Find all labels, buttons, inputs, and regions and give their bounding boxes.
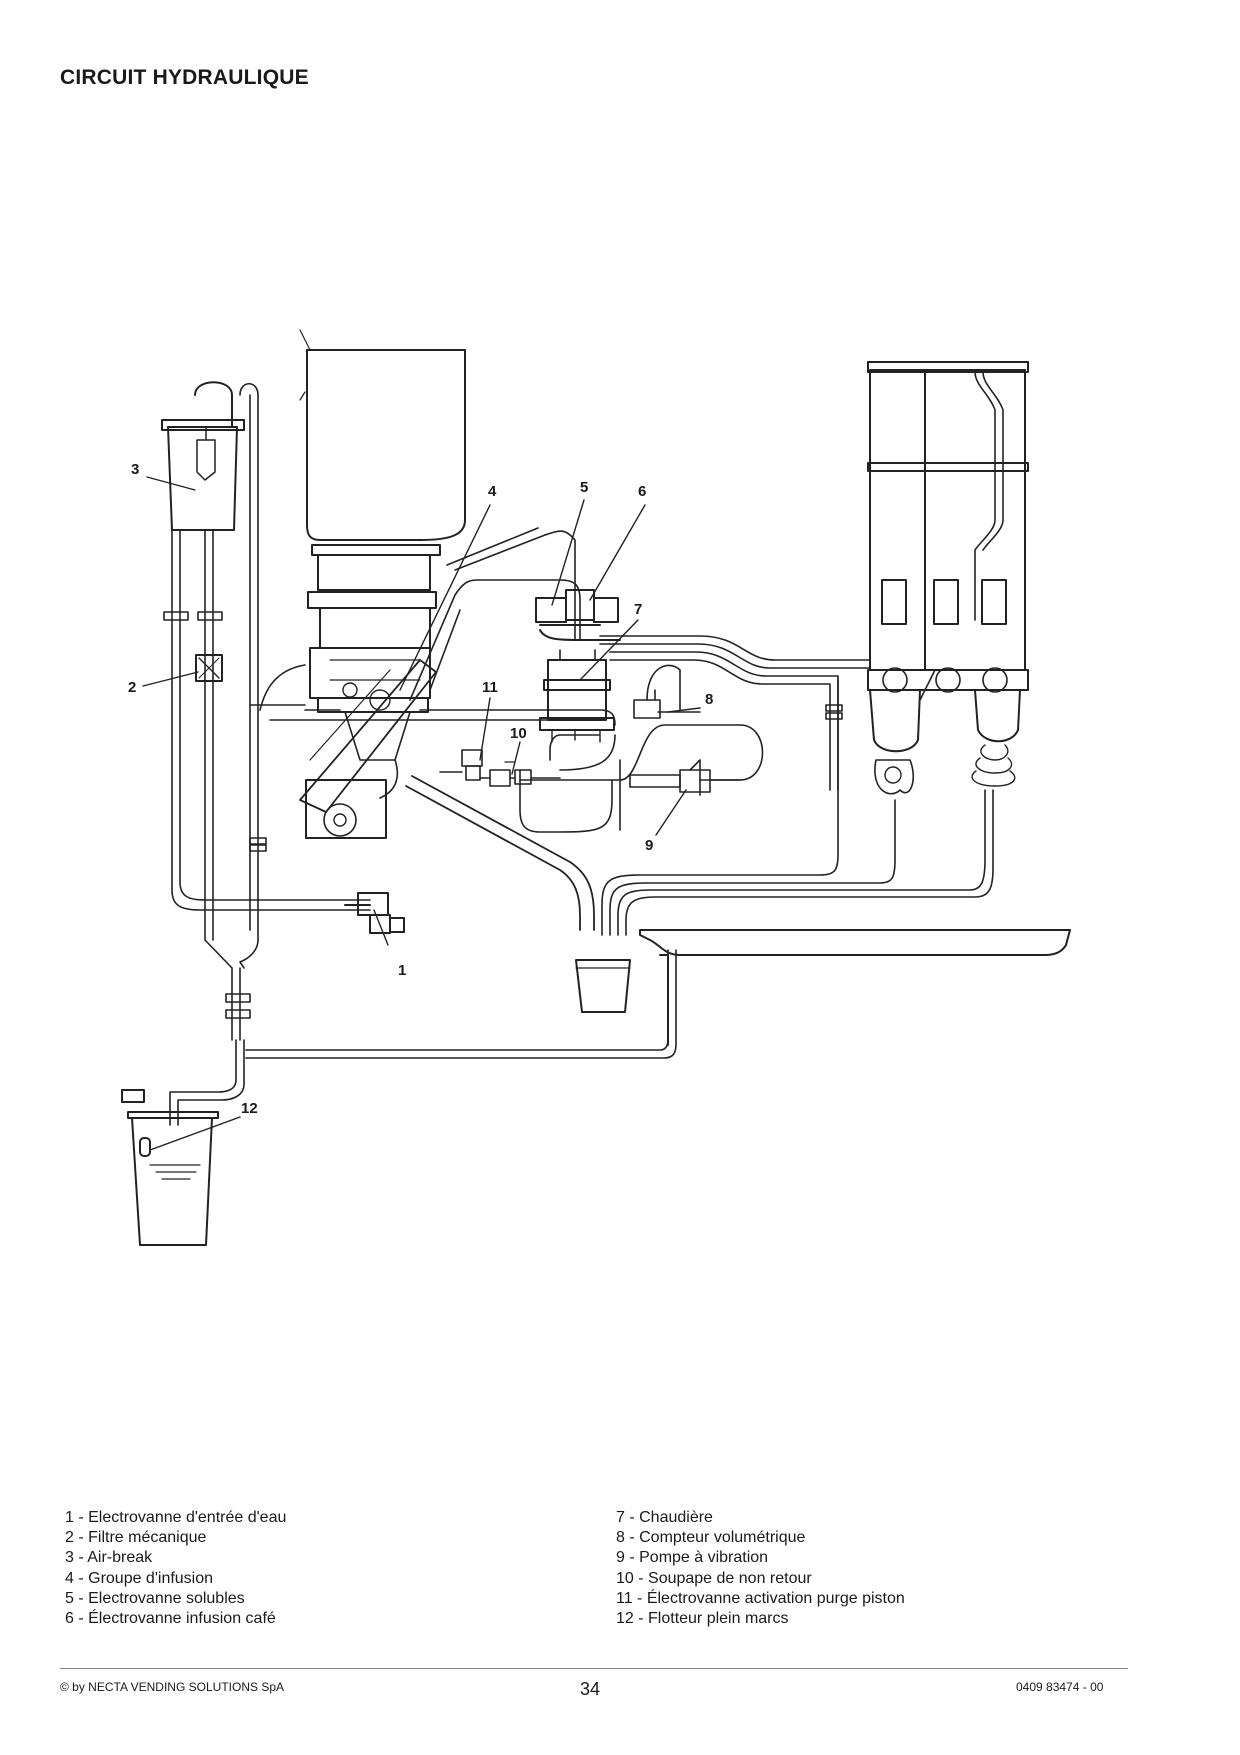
legend-item: 1 - Electrovanne d'entrée d'eau <box>65 1509 287 1526</box>
water-inlet-valve <box>344 892 405 934</box>
counter-and-pump <box>519 664 764 833</box>
outlet-tubes <box>601 679 994 936</box>
boiler <box>539 649 615 743</box>
brewing-unit <box>299 607 437 839</box>
right-fittings <box>825 704 843 720</box>
waste-bucket <box>121 1089 219 1246</box>
canister-feed-pipes <box>599 635 871 791</box>
legend-right-column: 7 - Chaudière 8 - Compteur volumétrique … <box>616 1508 905 1629</box>
legend-item: 11 - Électrovanne activation purge pisto… <box>616 1589 905 1607</box>
legend-item: 2 - Filtre mécanique <box>65 1529 207 1547</box>
callout-1: 1 <box>398 962 406 979</box>
page-title: CIRCUIT HYDRAULIQUE <box>60 66 309 89</box>
mechanical-filter <box>195 654 223 682</box>
legend-item: 10 - Soupape de non retour <box>616 1569 812 1587</box>
callout-12: 12 <box>241 1100 258 1117</box>
callout-9: 9 <box>645 837 653 854</box>
drip-tray <box>639 929 1071 1046</box>
legend-item: 9 - Pompe à vibration <box>616 1549 769 1567</box>
coffee-hopper <box>299 329 466 609</box>
footer-copyright: © by NECTA VENDING SOLUTIONS SpA <box>60 1680 285 1694</box>
legend-item: 3 - Air-break <box>65 1549 153 1567</box>
legend-item: 4 - Groupe d'infusion <box>65 1569 214 1587</box>
footer-divider <box>60 1668 1128 1669</box>
callout-3: 3 <box>131 461 139 478</box>
callout-11: 11 <box>482 679 498 696</box>
purge-valve-and-check <box>439 749 561 787</box>
solenoid-valves <box>535 589 621 641</box>
air-break <box>161 381 245 531</box>
callout-6: 6 <box>638 483 646 500</box>
left-pipes <box>169 382 677 1126</box>
cup <box>575 959 631 1013</box>
page-number: 34 <box>580 1679 601 1699</box>
legend-left-column: 1 - Electrovanne d'entrée d'eau 2 - Filt… <box>65 1508 286 1629</box>
legend-item: 12 - Flotteur plein marcs <box>616 1610 789 1628</box>
legend-item: 6 - Électrovanne infusion café <box>65 1610 276 1628</box>
legend-item: 5 - Electrovanne solubles <box>65 1589 245 1607</box>
waste-chute <box>405 775 595 931</box>
callout-5: 5 <box>580 479 588 496</box>
left-fittings <box>163 611 267 1019</box>
callout-4: 4 <box>488 483 497 500</box>
callout-8: 8 <box>705 691 713 708</box>
callout-2: 2 <box>128 679 136 696</box>
leader-lines <box>142 476 701 1151</box>
callout-7: 7 <box>634 601 642 618</box>
soluble-canisters <box>867 361 1029 795</box>
legend-item: 8 - Compteur volumétrique <box>616 1529 806 1547</box>
document-code: 0409 83474 - 00 <box>1016 1680 1104 1694</box>
callout-10: 10 <box>510 725 527 742</box>
central-pipes <box>249 527 616 726</box>
legend-item: 7 - Chaudière <box>616 1509 713 1526</box>
callout-labels: 3 2 1 4 5 6 7 8 9 10 11 12 <box>128 461 713 1117</box>
